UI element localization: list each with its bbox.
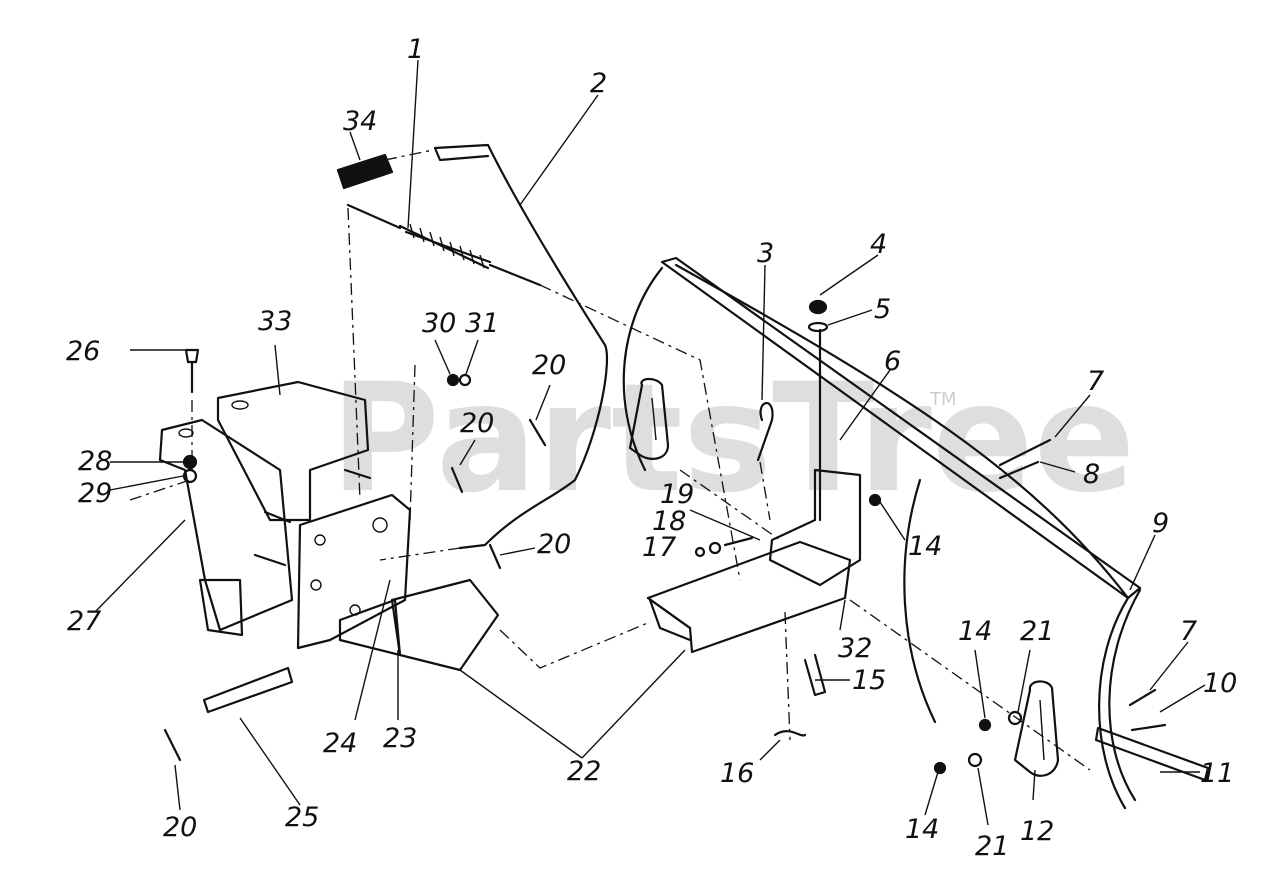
callout-4: 4 xyxy=(870,229,887,260)
callout-18: 18 xyxy=(652,506,686,537)
hitch-plate xyxy=(296,493,412,650)
cutting-edge xyxy=(1094,726,1210,782)
callout-27: 27 xyxy=(67,606,101,637)
callout-6: 6 xyxy=(884,346,901,377)
callout-20-a: 20 xyxy=(532,350,566,381)
callout-16: 16 xyxy=(720,758,754,789)
callout-20-b: 20 xyxy=(460,408,494,439)
lift-handle xyxy=(433,143,609,550)
callout-9: 9 xyxy=(1152,508,1169,539)
callout-22: 22 xyxy=(567,756,601,787)
push-frame xyxy=(646,540,852,654)
watermark-trademark: TM xyxy=(929,389,957,410)
callout-26: 26 xyxy=(66,336,100,367)
plow-blade xyxy=(622,256,1142,810)
callout-14-low: 14 xyxy=(905,814,939,845)
hitch-tube xyxy=(338,578,500,672)
callout-1: 1 xyxy=(407,34,424,65)
callout-labels: 1 2 3 4 5 6 7 7 8 9 10 11 12 14 14 14 15… xyxy=(66,34,1237,862)
callout-12: 12 xyxy=(1020,816,1054,847)
callout-11: 11 xyxy=(1200,758,1234,789)
callout-21-upper: 21 xyxy=(1020,616,1054,647)
callout-32: 32 xyxy=(838,633,872,664)
callout-28: 28 xyxy=(78,446,112,477)
hitch-cover xyxy=(158,380,370,632)
assembly-lines xyxy=(129,149,1091,771)
blade-slide-bracket xyxy=(628,377,1060,777)
callout-5: 5 xyxy=(874,294,891,325)
leader-lines xyxy=(94,59,1206,826)
callout-30: 30 xyxy=(422,308,456,339)
callout-29: 29 xyxy=(78,478,112,509)
callout-24: 24 xyxy=(323,728,357,759)
callout-33: 33 xyxy=(258,306,292,337)
callout-14-mid: 14 xyxy=(958,616,992,647)
callout-19: 19 xyxy=(660,479,694,510)
handle-grip xyxy=(336,153,394,190)
callout-31: 31 xyxy=(465,308,499,339)
callout-3: 3 xyxy=(757,238,774,269)
callout-7-lower: 7 xyxy=(1180,616,1197,647)
callout-23: 23 xyxy=(383,723,417,754)
side-bracket xyxy=(198,578,244,637)
callout-34: 34 xyxy=(343,106,377,137)
callout-20-c: 20 xyxy=(537,529,571,560)
watermark-text: PartsTree xyxy=(330,352,1135,526)
hardware xyxy=(163,299,1167,775)
callout-20-d: 20 xyxy=(163,812,197,843)
callout-25: 25 xyxy=(285,802,319,833)
mount-plate xyxy=(768,468,862,587)
callout-10: 10 xyxy=(1203,668,1237,699)
callout-2: 2 xyxy=(590,68,607,99)
callout-14-right: 14 xyxy=(908,531,942,562)
callout-8: 8 xyxy=(1083,459,1100,490)
callout-17: 17 xyxy=(642,532,676,563)
spring xyxy=(346,203,542,287)
callout-21-lower: 21 xyxy=(975,831,1009,862)
callout-15: 15 xyxy=(852,665,886,696)
callout-7-upper: 7 xyxy=(1087,366,1104,397)
